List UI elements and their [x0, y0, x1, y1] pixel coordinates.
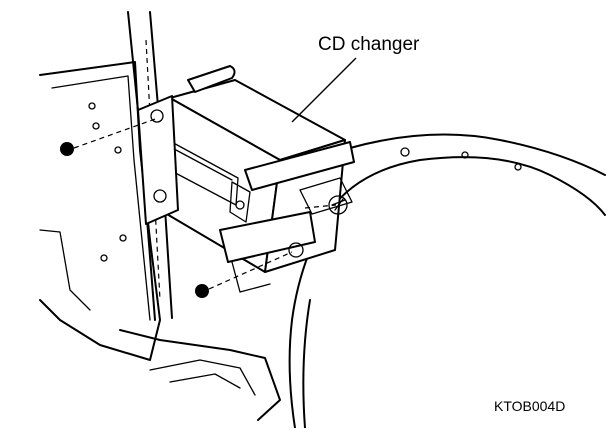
cd-changer-unit: [159, 65, 355, 293]
nut-lower: [195, 284, 209, 298]
left-mounting-bracket: [137, 95, 179, 225]
wheel-well-panel: [288, 133, 606, 429]
callout-leader-line: [291, 57, 357, 123]
floor-panel: [119, 329, 281, 421]
bolt-guide-lines: [73, 117, 337, 290]
nut-upper-left: [60, 142, 74, 156]
cd-changer-label: CD changer: [318, 34, 420, 55]
fastener-nuts: [60, 142, 209, 298]
vehicle-body-panel: [39, 61, 161, 361]
fastener-bolts: [288, 195, 348, 258]
figure-code-label: KTOB004D: [494, 398, 566, 414]
